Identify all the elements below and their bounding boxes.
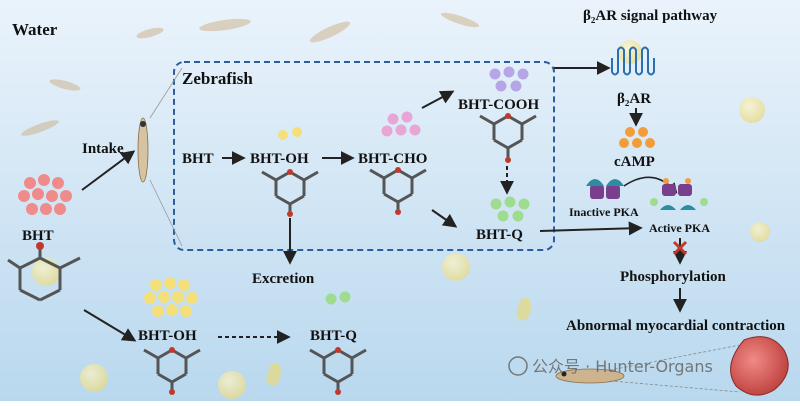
background-fish (21, 12, 480, 136)
bht-oh-outer-molecule (143, 347, 201, 395)
zebrafish-label: Zebrafish (182, 69, 253, 88)
zebrafish-box (173, 61, 555, 251)
background-eggs (32, 40, 770, 399)
zoom-line-heart-bottom (599, 379, 741, 393)
active-pka-icon (650, 178, 708, 210)
intake-arrow (81, 150, 136, 191)
zoom-line-top (149, 67, 183, 119)
heart-icon (730, 336, 789, 396)
bht-left-label: BHT (22, 228, 54, 244)
bht-cho-molecule (369, 167, 427, 215)
pathway-title: β₂AR signal pathway (583, 8, 718, 24)
outcome-label: Abnormal myocardial contraction (566, 318, 786, 334)
block-x-icon (672, 240, 688, 256)
zoom-line-heart-top (599, 344, 741, 373)
bht-q-inner-label: BHT-Q (476, 227, 523, 243)
bht-dot-cluster (18, 174, 72, 215)
larval-zebrafish-icon (137, 117, 149, 183)
adult-zebrafish-icon (555, 368, 625, 384)
bht-oh-inner-dots (278, 127, 302, 140)
bht-cooh-molecule (479, 113, 537, 163)
bht-q-outer-molecule (309, 347, 367, 395)
bht-cooh-label: BHT-COOH (458, 97, 539, 113)
arrow-bhtcho-to-bhtcooh (421, 90, 455, 109)
bht-molecule-left (7, 242, 81, 302)
bht-oh-inner-label: BHT-OH (250, 151, 309, 167)
bht-cooh-dots (489, 66, 529, 92)
b2ar-label: β₂AR (617, 91, 651, 107)
wechat-icon (508, 356, 528, 376)
arrow-bhtcho-to-bhtq (431, 209, 458, 228)
bht-oh-outer-dots (144, 277, 198, 317)
bht-q-outer-label: BHT-Q (310, 328, 357, 344)
b2ar-receptor-icon (611, 46, 655, 76)
active-pka-label: Active PKA (649, 221, 710, 235)
inactive-pka-icon (586, 179, 624, 199)
bht-oh-inner-molecule (261, 169, 319, 217)
arrow-bhtq-to-pka (539, 221, 643, 236)
bht-cho-label: BHT-CHO (358, 151, 427, 167)
intake-label: Intake (82, 141, 124, 157)
phosphorylation-label: Phosphorylation (620, 269, 727, 285)
bht-q-inner-dots (490, 196, 530, 222)
excretion-label: Excretion (252, 271, 315, 287)
water-label: Water (12, 20, 58, 39)
watermark-text: 公众号 · Hunter-Organs (532, 357, 713, 376)
camp-dots (619, 127, 655, 148)
watermark: 公众号 · Hunter-Organs (508, 356, 713, 376)
bht-oh-outer-label: BHT-OH (138, 328, 197, 344)
camp-label: cAMP (614, 154, 655, 170)
bht-inner-label: BHT (182, 151, 214, 167)
zoom-line-bottom (149, 179, 183, 247)
inactive-pka-label: Inactive PKA (569, 205, 639, 219)
arrow-bht-to-bhtoh-outer (83, 309, 137, 342)
bht-q-outer-dots (325, 291, 351, 305)
bht-cho-dots (381, 111, 421, 137)
